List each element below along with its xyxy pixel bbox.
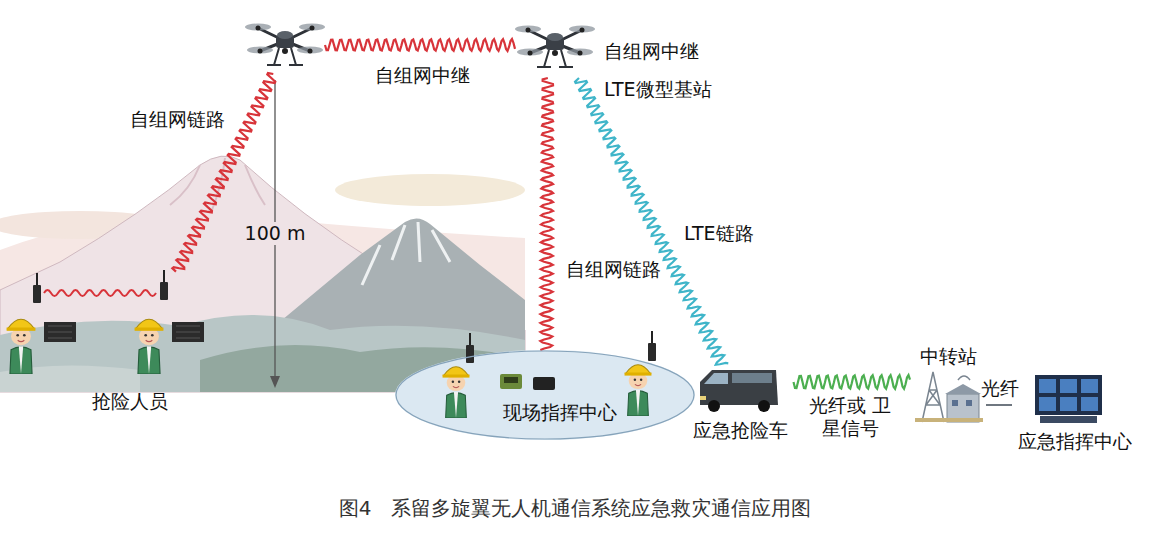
relay-station: 中转站	[910, 344, 986, 426]
link-label: 自组网链路	[566, 258, 661, 281]
figure-caption: 图4 系留多旋翼无人机通信系统应急救灾通信应用图	[339, 496, 812, 520]
node-label: 应急指挥中心	[1018, 430, 1132, 453]
rescue-team: 抢险人员	[5, 272, 210, 417]
wireless-link	[794, 375, 911, 389]
drone-relay: 自组网中继	[245, 12, 325, 74]
drone-relay-base-station: 自组网中继LTE微型基站	[515, 12, 595, 78]
node-label: 应急抢险车	[693, 419, 788, 442]
node-label: 抢险人员	[92, 390, 168, 413]
node-label: 现场指挥中心	[503, 401, 617, 424]
wireless-link	[540, 78, 553, 350]
link-label: 自组网链路	[130, 108, 225, 131]
node-label: 中转站	[920, 345, 977, 368]
dimension-label: 100 m	[242, 222, 309, 245]
link-label: 光纤或 卫星信号	[805, 394, 895, 440]
link-label: 光纤	[981, 377, 1019, 400]
node-label: 自组网中继	[604, 40, 699, 63]
node-label: LTE微型基站	[604, 78, 712, 101]
link-label: LTE链路	[684, 222, 754, 245]
wireless-link	[986, 404, 1012, 406]
emergency-vehicle: 应急抢险车	[687, 366, 794, 446]
field-command-center: 现场指挥中心	[395, 350, 695, 440]
wireless-link	[325, 39, 515, 51]
ellipse-outline	[395, 350, 695, 440]
wireless-link	[575, 78, 728, 365]
emergency-command-center: 应急指挥中心	[1012, 372, 1138, 456]
ellipse-outline	[396, 351, 694, 439]
node-label: 自组网中继	[375, 64, 470, 87]
